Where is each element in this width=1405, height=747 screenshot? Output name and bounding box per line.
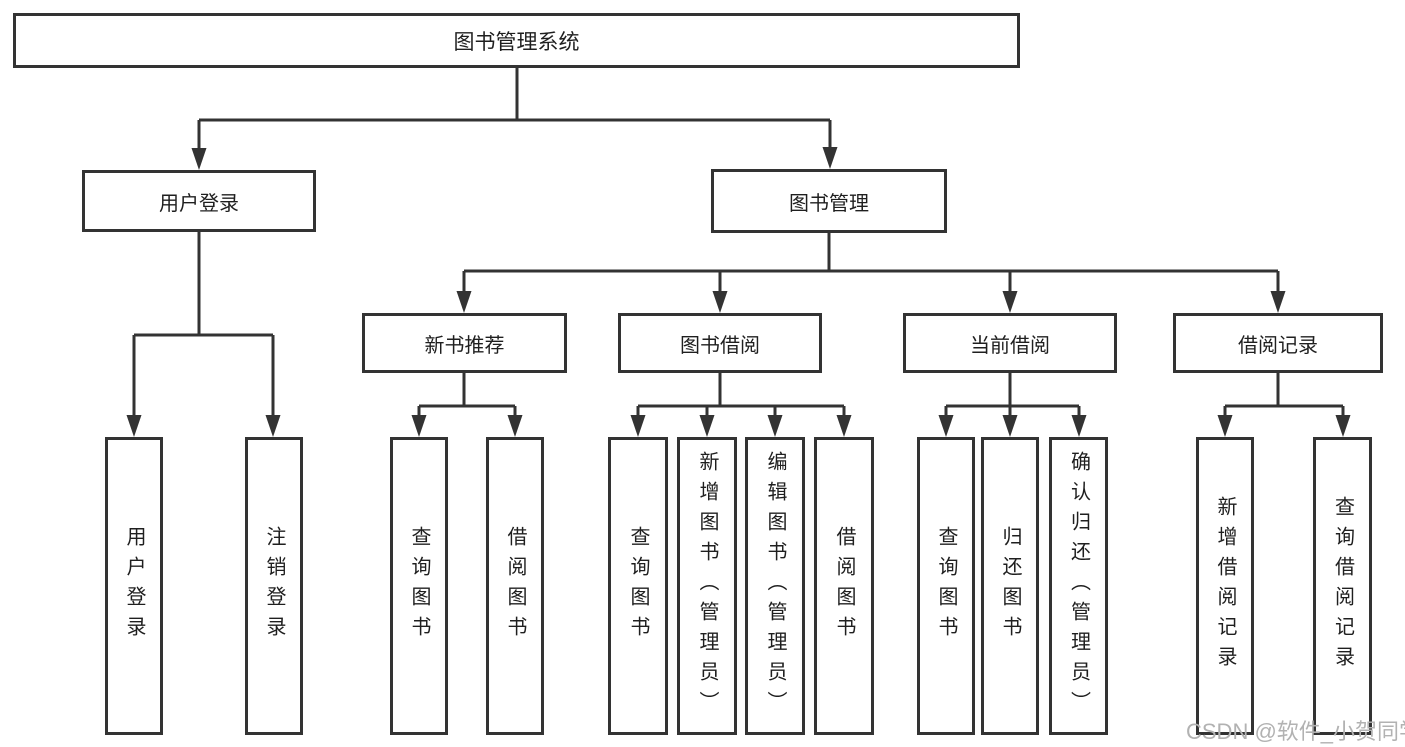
arrow-down-icon	[822, 147, 838, 169]
arrow-down-icon	[767, 415, 783, 437]
node-book-borrowing: 图书借阅	[618, 313, 822, 373]
leaf-add-borrow-record: 新增借阅记录	[1196, 437, 1254, 735]
leaf-confirm-return-admin: 确认归还（管理员）	[1049, 437, 1108, 735]
leaf-query-borrow-record: 查询借阅记录	[1313, 437, 1372, 735]
arrow-down-icon	[938, 415, 954, 437]
leaf-add-books-admin: 新增图书（管理员）	[677, 437, 737, 735]
leaf-query-books-3: 查询图书	[917, 437, 975, 735]
leaf-borrow-books-1: 借阅图书	[486, 437, 544, 735]
connector-records-to-leaves	[1223, 373, 1345, 417]
arrow-down-icon	[1270, 291, 1286, 313]
connector-current-to-leaves	[944, 373, 1081, 417]
connector-mgmt-to-l3	[462, 233, 1280, 293]
leaf-return-books: 归还图书	[981, 437, 1039, 735]
arrow-down-icon	[191, 148, 207, 170]
connector-borrow-to-leaves	[636, 373, 846, 417]
leaf-edit-books-admin: 编辑图书（管理员）	[745, 437, 805, 735]
leaf-logout: 注销登录	[245, 437, 303, 735]
arrow-down-icon	[1002, 291, 1018, 313]
arrow-down-icon	[456, 291, 472, 313]
node-user-login: 用户登录	[82, 170, 316, 232]
connector-newbook-to-leaves	[417, 373, 517, 417]
arrow-down-icon	[712, 291, 728, 313]
leaf-query-books-1: 查询图书	[390, 437, 448, 735]
node-new-book-recommend: 新书推荐	[362, 313, 567, 373]
node-book-management: 图书管理	[711, 169, 947, 233]
arrow-down-icon	[1335, 415, 1351, 437]
arrow-down-icon	[1002, 415, 1018, 437]
arrow-down-icon	[1071, 415, 1087, 437]
arrow-down-icon	[265, 415, 281, 437]
node-root: 图书管理系统	[13, 13, 1020, 68]
node-current-borrowing: 当前借阅	[903, 313, 1117, 373]
arrow-down-icon	[411, 415, 427, 437]
arrow-down-icon	[126, 415, 142, 437]
csdn-watermark: CSDN @软件_小贺同学	[1186, 719, 1405, 744]
connector-login-to-leaves	[132, 232, 275, 417]
connector-root-to-l2	[197, 68, 832, 150]
arrow-down-icon	[630, 415, 646, 437]
leaf-query-books-2: 查询图书	[608, 437, 668, 735]
leaf-borrow-books-2: 借阅图书	[814, 437, 874, 735]
arrow-down-icon	[1217, 415, 1233, 437]
arrow-down-icon	[836, 415, 852, 437]
leaf-user-login: 用户登录	[105, 437, 163, 735]
node-borrowing-records: 借阅记录	[1173, 313, 1383, 373]
arrow-down-icon	[699, 415, 715, 437]
arrow-down-icon	[507, 415, 523, 437]
